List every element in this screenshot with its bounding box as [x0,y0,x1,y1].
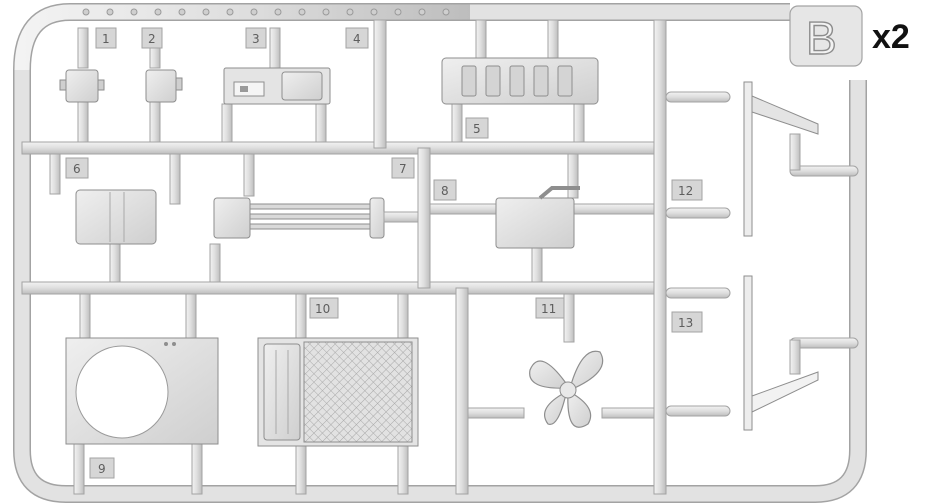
part-13 [743,275,819,431]
part-number-3: 3 [252,32,260,46]
part-tag-6: 6 [65,157,89,179]
outer-frame [13,3,867,503]
part-number-6: 6 [73,162,81,176]
part-7 [209,153,419,283]
part-tag-13: 13 [671,311,703,333]
part-tag-3: 3 [245,27,267,49]
part-number-5: 5 [473,122,481,136]
part-tag-12: 12 [671,179,703,201]
part-tag-2: 2 [141,27,163,49]
part-tag-10: 10 [309,297,339,319]
part-12 [743,81,819,237]
part-number-11: 11 [541,302,556,316]
part-number-tags: 1 2 3 4 5 6 7 8 [65,27,703,479]
part-number-7: 7 [399,162,407,176]
part-number-2: 2 [148,32,156,46]
part-5 [441,19,599,143]
part-number-12: 12 [678,184,693,198]
part-number-13: 13 [678,316,693,330]
part-tag-11: 11 [535,297,565,319]
part-number-9: 9 [98,462,106,476]
part-number-8: 8 [441,184,449,198]
sprue-letter-tab: B [789,5,863,67]
part-6 [49,153,181,283]
part-tag-5: 5 [465,117,489,139]
sprue-letter: B [806,12,837,64]
part-number-1: 1 [102,32,110,46]
part-tag-7: 7 [391,157,415,179]
part-number-10: 10 [315,302,330,316]
part-10 [257,293,419,495]
part-tag-9: 9 [89,457,115,479]
part-1 [59,27,105,143]
part-number-4: 4 [353,32,361,46]
part-8 [429,153,655,283]
part-tag-1: 1 [95,27,117,49]
part-tag-8: 8 [433,179,457,201]
part-9 [65,293,219,495]
part-3 [221,27,331,143]
internal-runners [21,19,859,495]
part-tag-4: 4 [345,27,369,49]
sprue-count: x2 [872,18,910,56]
